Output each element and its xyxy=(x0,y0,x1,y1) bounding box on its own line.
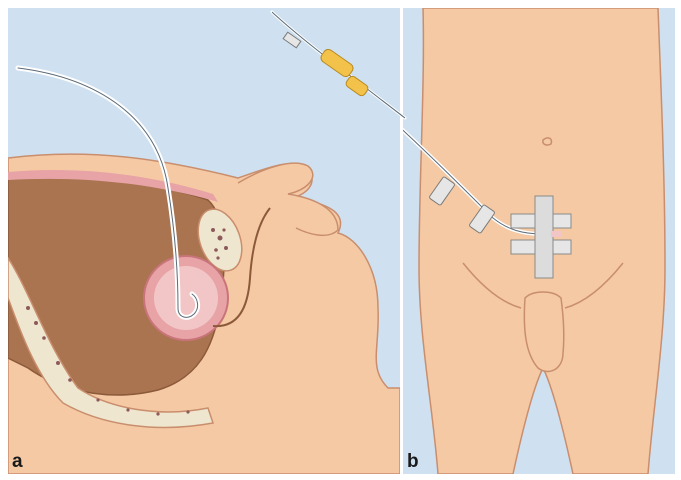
catheter-drainage-connector xyxy=(260,8,460,128)
catheter-entry-site xyxy=(551,231,561,237)
bladder-lumen xyxy=(154,266,218,330)
luer-connector xyxy=(319,48,355,79)
panel-b-label: b xyxy=(407,452,419,471)
tape-vertical xyxy=(535,196,553,278)
hub-connector xyxy=(345,75,370,97)
panel-a-label: a xyxy=(12,452,23,471)
